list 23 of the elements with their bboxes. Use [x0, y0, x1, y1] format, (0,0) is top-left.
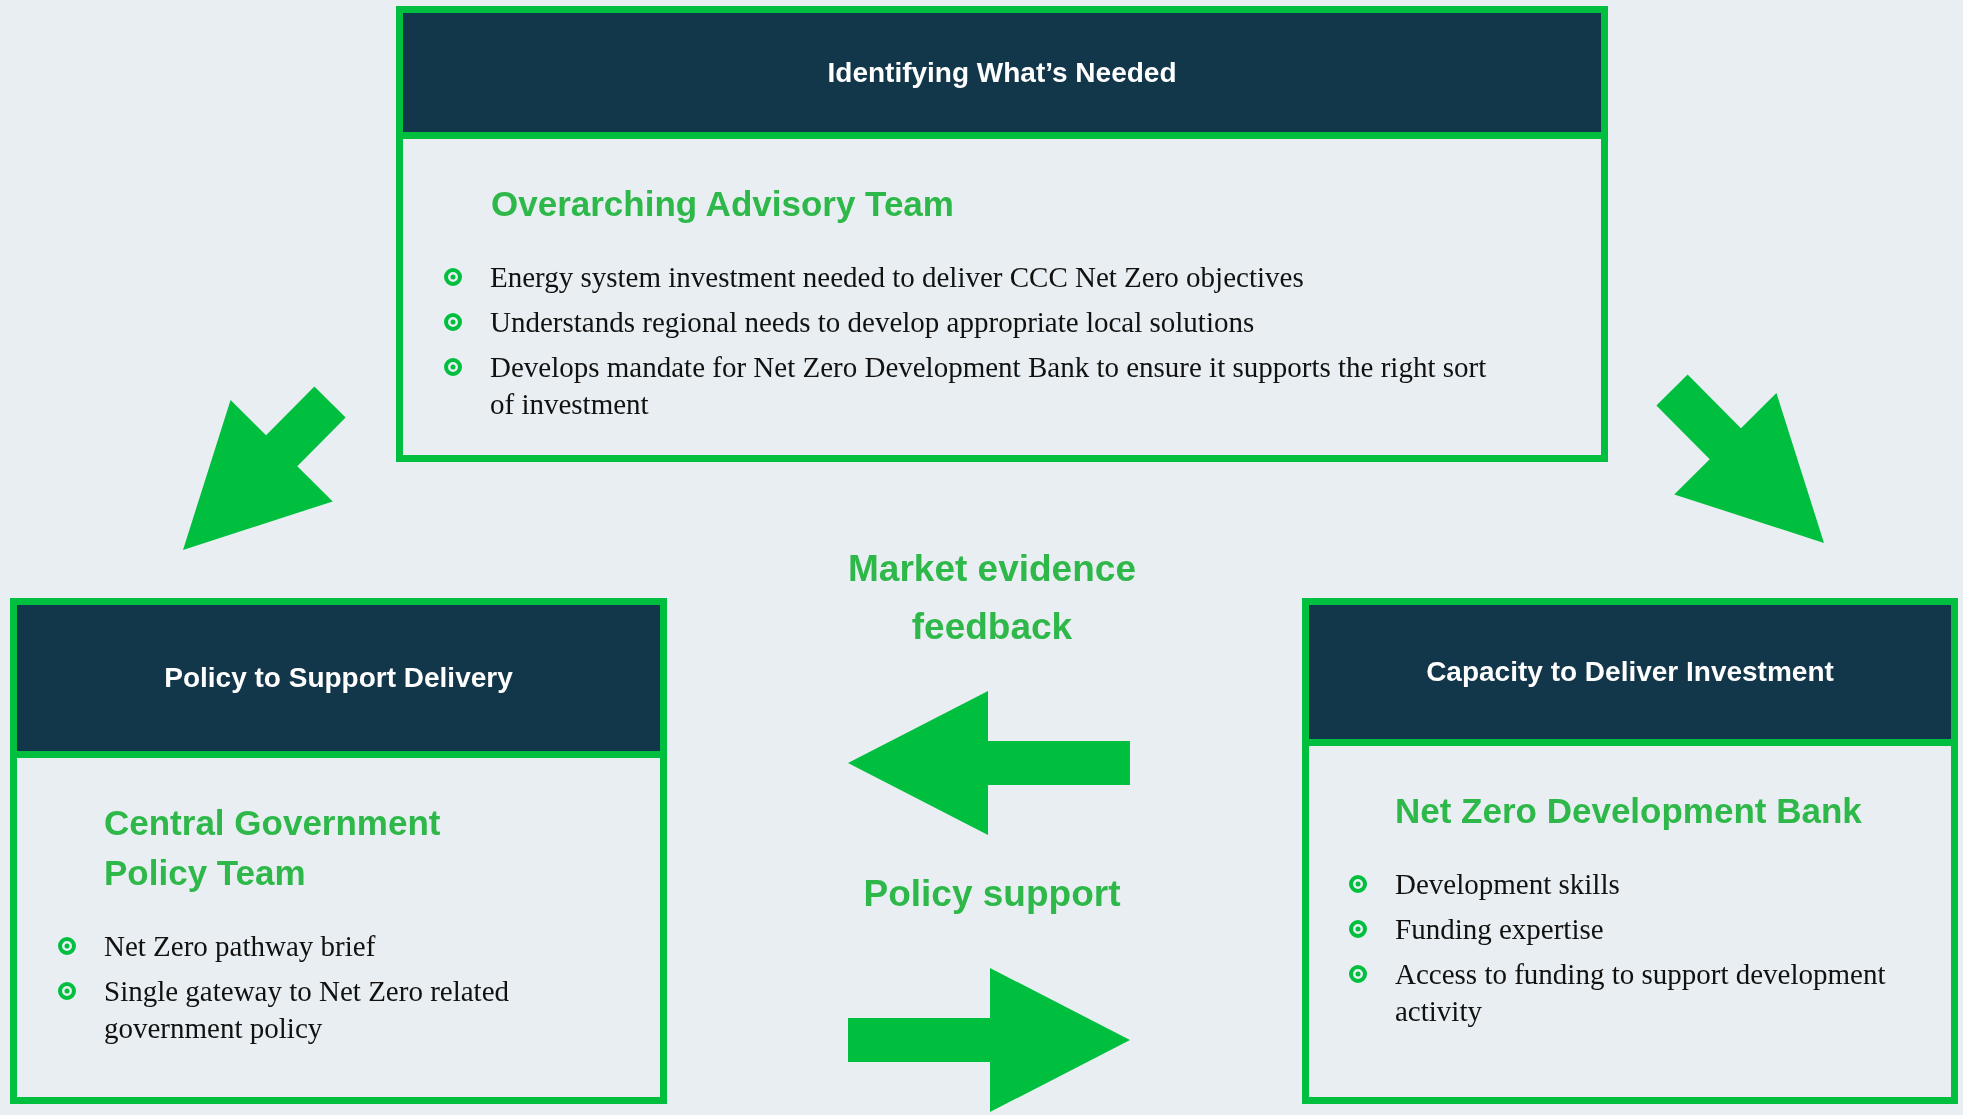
- bullet-text: Single gateway to Net Zero related government policy: [104, 974, 511, 1046]
- edge-label: Policy support: [862, 872, 1122, 916]
- bullet-text: Development skills: [1395, 867, 1621, 902]
- panel-box: [396, 6, 1608, 462]
- panel-box: [10, 598, 667, 1104]
- edge-label: Market evidence feedback: [847, 547, 1137, 649]
- panel-box: [1302, 598, 1958, 1104]
- block-arrow: [1656, 374, 1824, 543]
- panel-subtitle: Net Zero Development Bank: [1395, 790, 1863, 832]
- bullet-text: Energy system investment needed to deliver CCC Net Zero objectives: [490, 260, 1305, 295]
- bullet-text: Access to funding to support development activity: [1395, 957, 1887, 1029]
- panel-subtitle: Central Government Policy Team: [104, 802, 442, 894]
- panel-header: Identifying What’s Needed: [403, 13, 1601, 139]
- bullet-text: Understands regional needs to develop appropriate local solutions: [490, 305, 1256, 340]
- bullet-text: Develops mandate for Net Zero Development Bank to ensure it supports the right sort of investment: [490, 350, 1488, 422]
- bullet-text: Funding expertise: [1395, 912, 1605, 947]
- block-arrow: [183, 386, 346, 550]
- block-arrow: [848, 968, 1130, 1112]
- bullet-text: Net Zero pathway brief: [104, 929, 377, 964]
- block-arrow: [848, 691, 1130, 835]
- panel-subtitle: Overarching Advisory Team: [491, 183, 955, 225]
- panel-header: Policy to Support Delivery: [17, 605, 660, 758]
- panel-header: Capacity to Deliver Investment: [1309, 605, 1951, 746]
